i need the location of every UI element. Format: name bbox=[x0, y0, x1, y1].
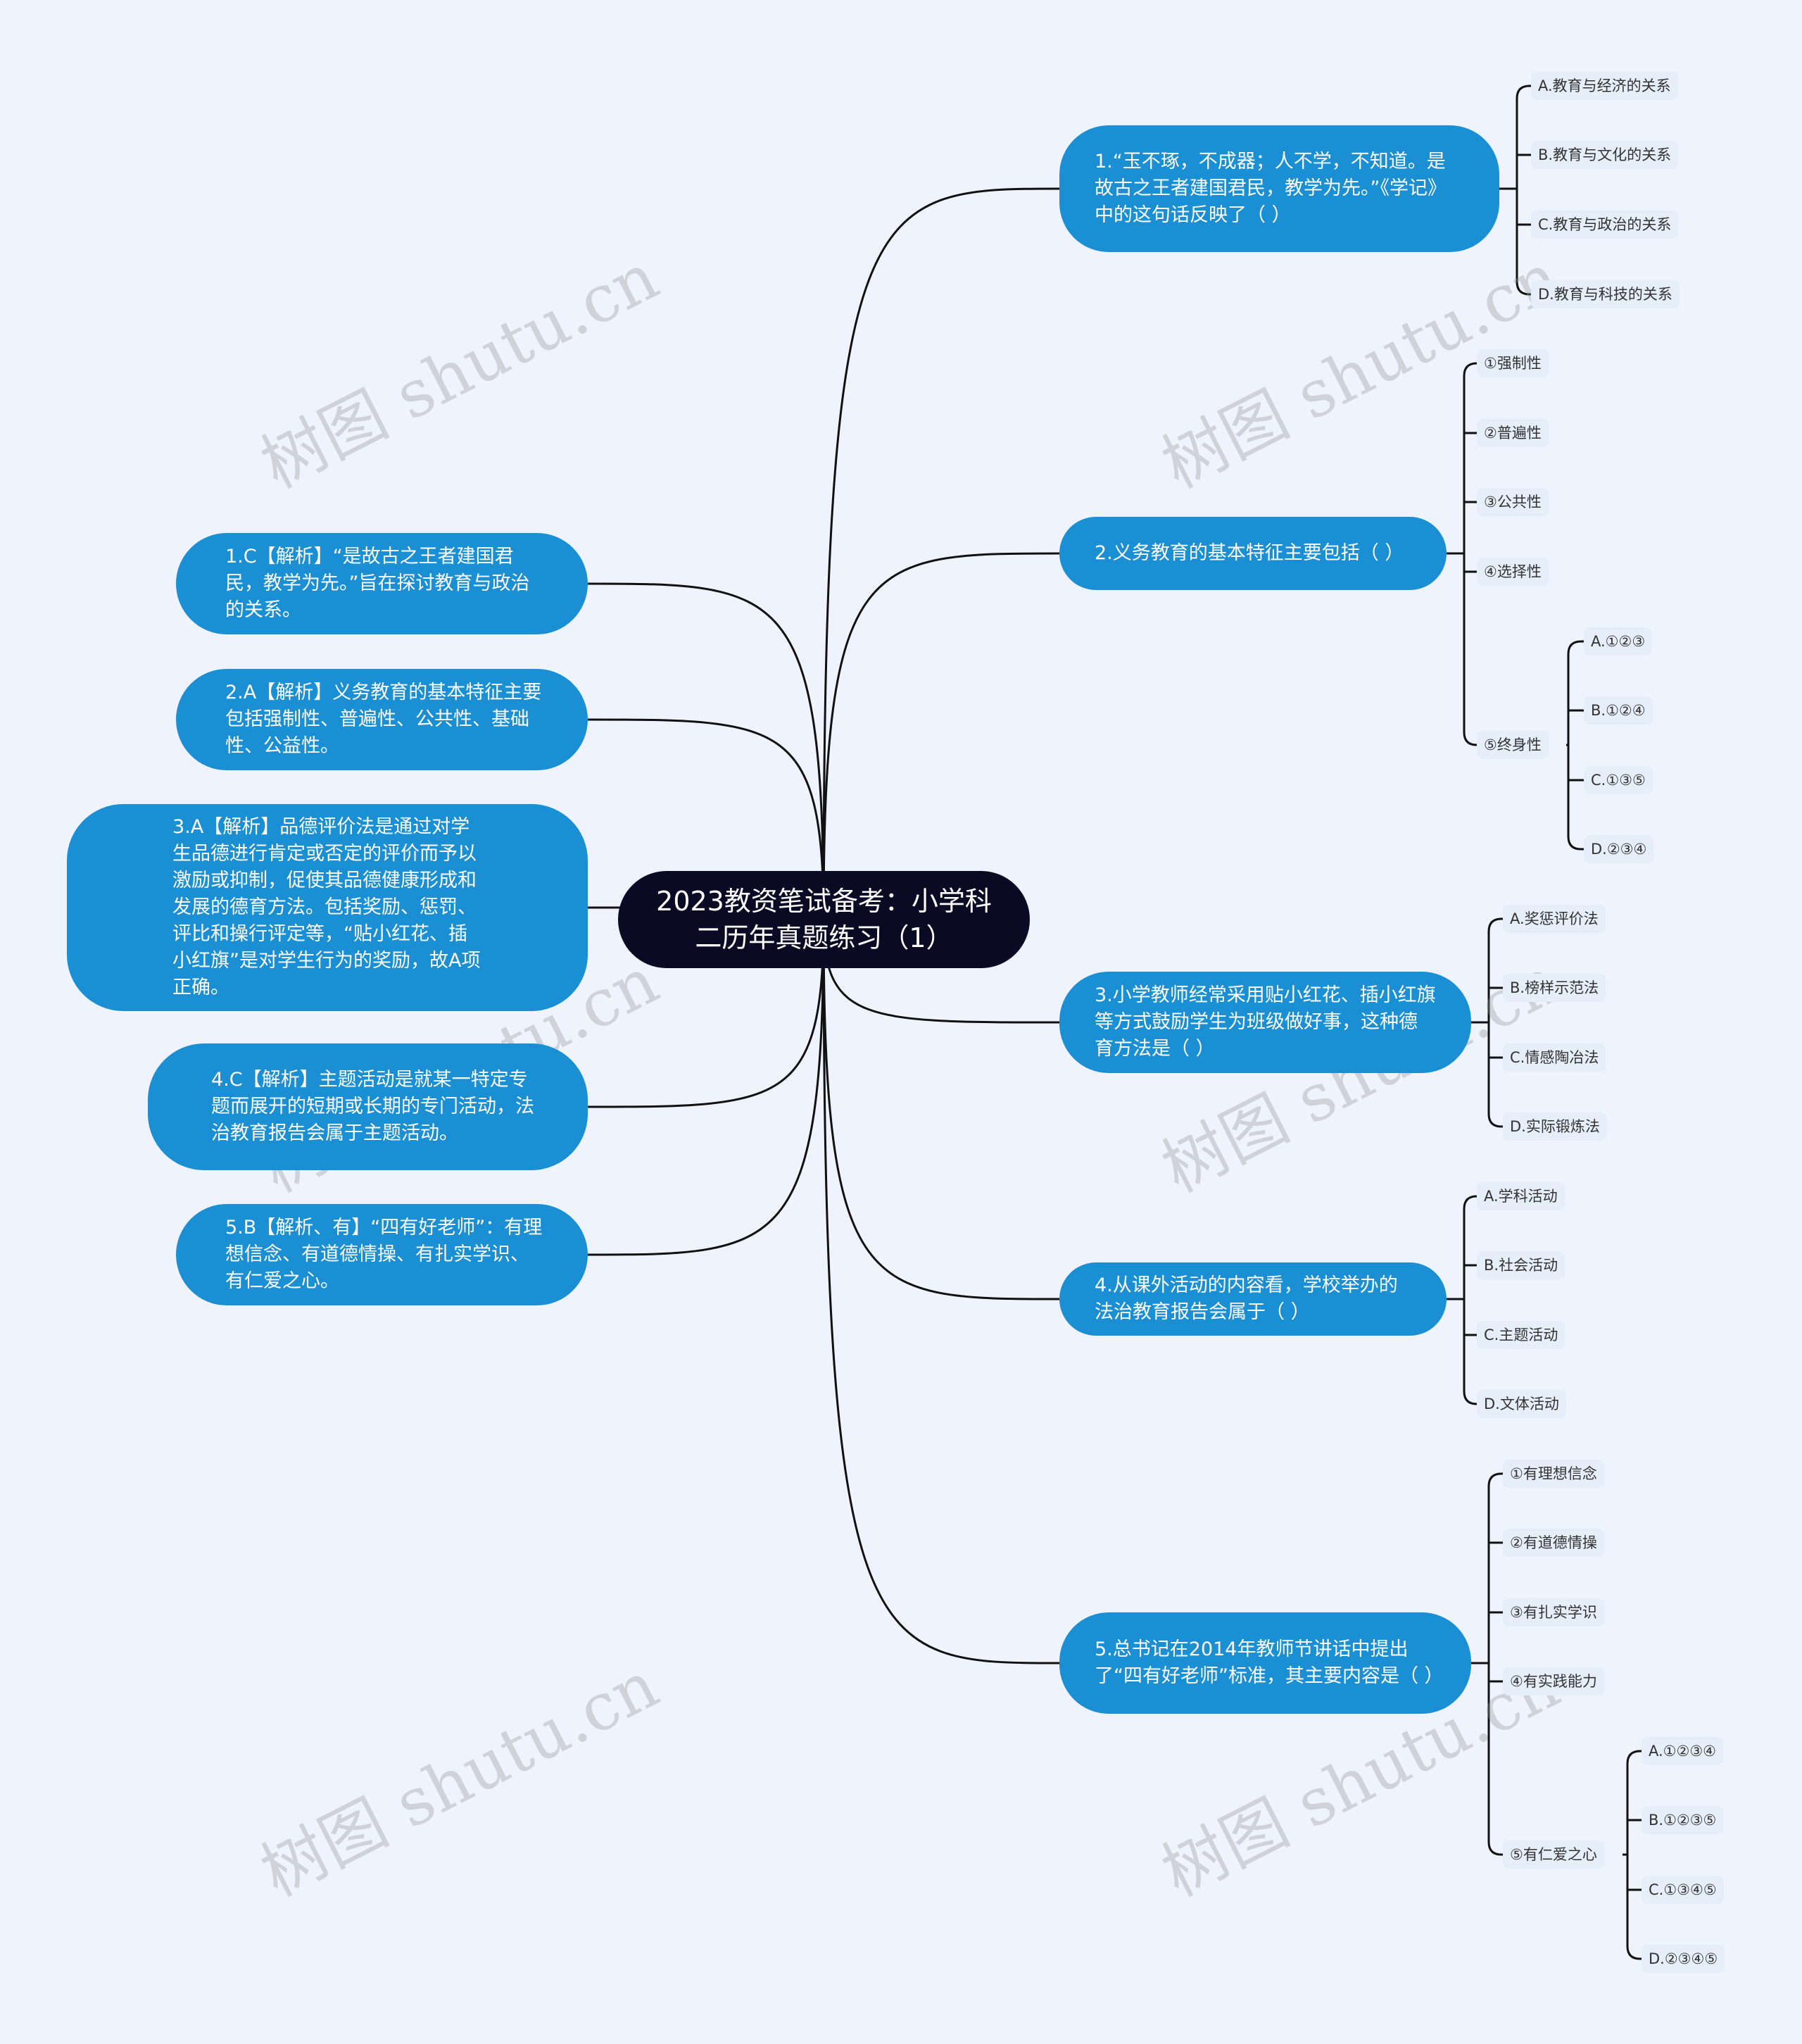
question-2[interactable]: 2.义务教育的基本特征主要包括（ ） bbox=[1059, 517, 1447, 590]
answer-2[interactable]: 2.A【解析】义务教育的基本特征主要包括强制性、普遍性、公共性、基础性、公益性。 bbox=[176, 669, 588, 770]
option-leaf[interactable]: C.情感陶冶法 bbox=[1503, 1043, 1606, 1072]
option-leaf[interactable]: C.主题活动 bbox=[1477, 1321, 1565, 1349]
fan-elbow bbox=[1626, 1750, 1642, 1764]
option-leaf[interactable]: ⑤有仁爱之心 bbox=[1503, 1841, 1604, 1869]
fan-elbow bbox=[1487, 1472, 1503, 1487]
sub-option-leaf[interactable]: A.①②③ bbox=[1584, 627, 1653, 656]
fan-elbow bbox=[1487, 917, 1503, 932]
question-4[interactable]: 4.从课外活动的内容看，学校举办的法治教育报告会属于（ ） bbox=[1059, 1262, 1447, 1336]
question-3[interactable]: 3.小学教师经常采用贴小红花、插小红旗等方式鼓励学生为班级做好事，这种德育方法是… bbox=[1059, 972, 1471, 1073]
sub-option-leaf[interactable]: D.②③④⑤ bbox=[1642, 1945, 1725, 1973]
option-leaf[interactable]: ④有实践能力 bbox=[1503, 1667, 1604, 1695]
option-leaf[interactable]: ②普遍性 bbox=[1477, 419, 1549, 447]
question-5[interactable]: 5.总书记在2014年教师节讲话中提出了“四有好老师”标准，其主要内容是（ ） bbox=[1059, 1612, 1471, 1714]
sub-option-leaf[interactable]: B.①②④ bbox=[1584, 696, 1653, 725]
option-leaf[interactable]: A.奖惩评价法 bbox=[1503, 905, 1606, 933]
option-leaf[interactable]: C.教育与政治的关系 bbox=[1531, 211, 1679, 239]
option-leaf[interactable]: ①强制性 bbox=[1477, 349, 1549, 377]
branch-connector bbox=[587, 919, 825, 1108]
branch-connector bbox=[822, 919, 1060, 1664]
answer-5[interactable]: 5.B【解析、有】“四有好老师”：有理想信念、有道德情操、有扎实学识、有仁爱之心… bbox=[176, 1204, 588, 1305]
option-leaf[interactable]: ③有扎实学识 bbox=[1503, 1598, 1604, 1626]
branch-connector bbox=[587, 718, 825, 920]
answer-3[interactable]: 3.A【解析】品德评价法是通过对学生品德进行肯定或否定的评价而予以激励或抑制，促… bbox=[67, 804, 588, 1011]
fan-elbow bbox=[1487, 1841, 1503, 1856]
option-leaf[interactable]: D.教育与科技的关系 bbox=[1531, 280, 1680, 308]
sub-option-leaf[interactable]: B.①②③⑤ bbox=[1642, 1806, 1724, 1834]
branch-connector bbox=[822, 552, 1060, 920]
option-leaf[interactable]: A.教育与经济的关系 bbox=[1531, 72, 1678, 100]
sub-option-leaf[interactable]: D.②③④ bbox=[1584, 835, 1654, 863]
sub-option-leaf[interactable]: A.①②③④ bbox=[1642, 1737, 1723, 1765]
central-topic[interactable]: 2023教资笔试备考：小学科二历年真题练习（1） bbox=[618, 871, 1030, 968]
answer-4[interactable]: 4.C【解析】主题活动是就某一特定专题而展开的短期或长期的专门活动，法治教育报告… bbox=[148, 1043, 588, 1170]
fan-elbow bbox=[1567, 640, 1584, 655]
fan-elbow bbox=[1463, 362, 1477, 377]
branch-connector bbox=[822, 919, 1060, 1300]
answer-1[interactable]: 1.C【解析】“是故古之王者建国君民，教学为先。”旨在探讨教育与政治的关系。 bbox=[176, 533, 588, 634]
sub-option-leaf[interactable]: C.①③⑤ bbox=[1584, 766, 1653, 794]
option-leaf[interactable]: B.教育与文化的关系 bbox=[1531, 141, 1679, 169]
branch-connector bbox=[587, 919, 825, 1256]
fan-elbow bbox=[1516, 84, 1531, 99]
option-leaf[interactable]: ③公共性 bbox=[1477, 488, 1549, 516]
fan-elbow bbox=[1463, 1391, 1477, 1405]
fan-elbow bbox=[1487, 1113, 1503, 1128]
option-leaf[interactable]: ②有道德情操 bbox=[1503, 1529, 1604, 1557]
question-1[interactable]: 1.“玉不琢，不成器；人不学，不知道。是故古之王者建国君民，教学为先。”《学记》… bbox=[1059, 125, 1499, 252]
option-leaf[interactable]: B.榜样示范法 bbox=[1503, 974, 1606, 1002]
fan-elbow bbox=[1463, 1195, 1477, 1210]
fan-elbow bbox=[1626, 1945, 1642, 1960]
fan-elbow bbox=[1463, 732, 1477, 746]
option-leaf[interactable]: ⑤终身性 bbox=[1477, 731, 1549, 759]
option-leaf[interactable]: B.社会活动 bbox=[1477, 1251, 1565, 1279]
fan-elbow bbox=[1516, 281, 1531, 296]
option-leaf[interactable]: D.实际锻炼法 bbox=[1503, 1112, 1607, 1141]
sub-option-leaf[interactable]: C.①③④⑤ bbox=[1642, 1876, 1724, 1904]
branch-connector bbox=[587, 582, 825, 920]
option-leaf[interactable]: A.学科活动 bbox=[1477, 1182, 1565, 1210]
option-leaf[interactable]: ④选择性 bbox=[1477, 558, 1549, 586]
fan-elbow bbox=[1567, 836, 1584, 851]
branch-connector bbox=[822, 187, 1060, 920]
option-leaf[interactable]: D.文体活动 bbox=[1477, 1390, 1566, 1418]
option-leaf[interactable]: ①有理想信念 bbox=[1503, 1460, 1604, 1488]
